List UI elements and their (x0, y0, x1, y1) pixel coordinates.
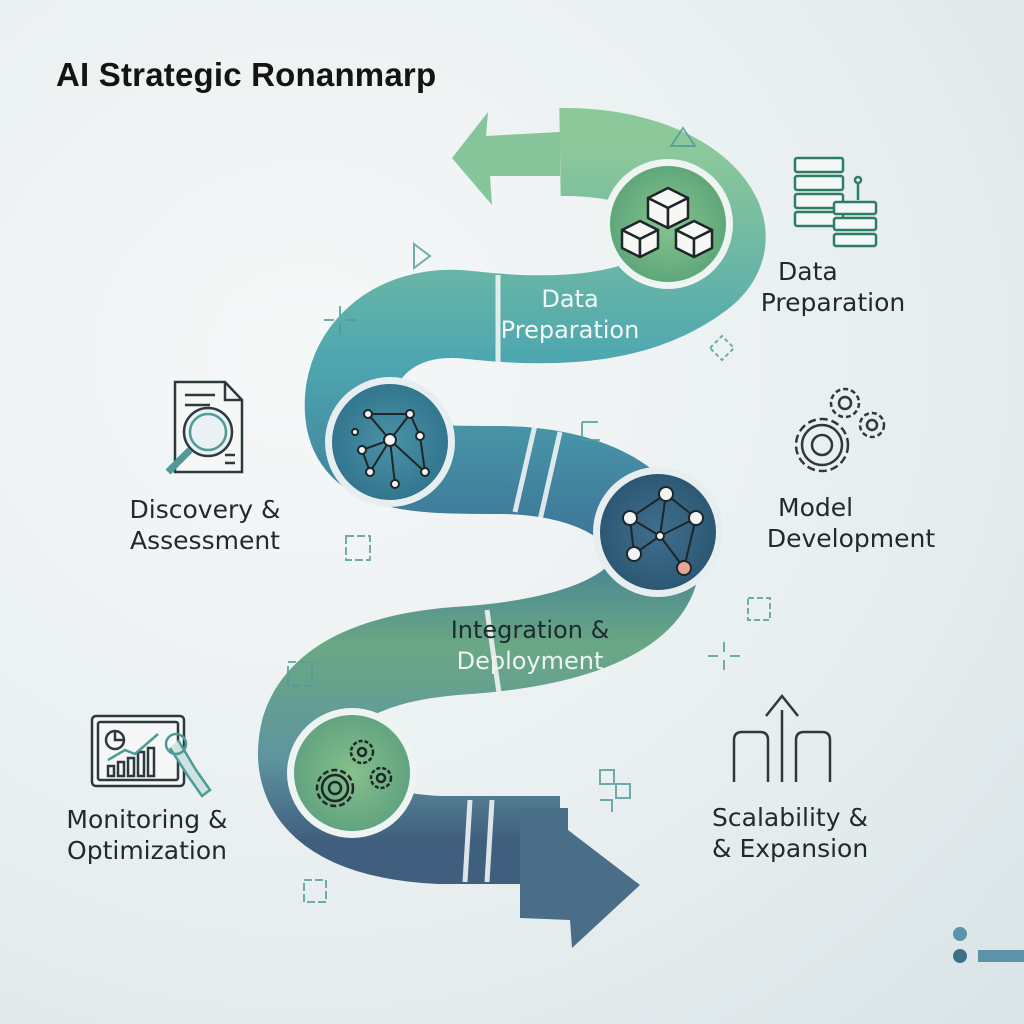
stage-label-line-1: Model (778, 493, 854, 522)
network-icon (622, 486, 704, 576)
path-label-line-1: Data (541, 285, 599, 313)
stage-label-line-2: Preparation (760, 288, 906, 317)
cubes-icon (620, 186, 714, 259)
path-label-line-2: Deployment (456, 647, 604, 675)
gears-icon (315, 739, 393, 808)
node-network-right (593, 467, 723, 597)
stage-label-monitoring: Monitoring & Optimization (52, 804, 242, 866)
stage-label-line-2: Optimization (67, 836, 227, 865)
node-network-left (325, 377, 455, 507)
database-stack-icon (793, 156, 878, 248)
node-cubes (603, 159, 733, 289)
path-label-integration-deployment: Integration & Deployment (420, 615, 640, 677)
stage-label-line-1: Discovery & (129, 495, 281, 524)
corner-decoration (953, 927, 1024, 963)
stage-label-discovery: Discovery & Assessment (110, 494, 300, 556)
stage-label-line-2: Assessment (130, 526, 280, 555)
arrowhead-top (452, 112, 560, 205)
stage-label-line-2: Development (766, 524, 936, 553)
stage-label-model-development: Model Development (756, 492, 946, 554)
stage-label-line-1: Monitoring & (66, 805, 228, 834)
path-label-line-2: Preparation (500, 316, 640, 344)
path-label-data-preparation: Data Preparation (480, 284, 660, 346)
decorative-glyphs (287, 126, 771, 903)
node-gears (287, 708, 417, 838)
network-icon (351, 409, 430, 489)
gears-outline-icon (794, 387, 886, 473)
stage-label-data-preparation: Data Preparation (748, 256, 918, 318)
arrowhead-bottom (520, 808, 640, 948)
arrows-up-icon (732, 693, 832, 782)
roadmap-path (258, 107, 766, 948)
dashboard-wrench-icon (90, 714, 212, 798)
segment-dividers (462, 275, 563, 883)
stage-label-scalability: Scalability & & Expansion (700, 802, 880, 864)
path-label-line-1: Integration & (450, 616, 610, 644)
stage-label-line-1: Scalability & (712, 803, 868, 832)
roadmap-band (258, 107, 766, 884)
stage-label-line-1: Data (778, 257, 838, 286)
page-title: AI Strategic Ronanmarp (56, 56, 437, 93)
document-magnifier-icon (165, 380, 244, 475)
stage-label-line-2: & Expansion (712, 834, 869, 863)
